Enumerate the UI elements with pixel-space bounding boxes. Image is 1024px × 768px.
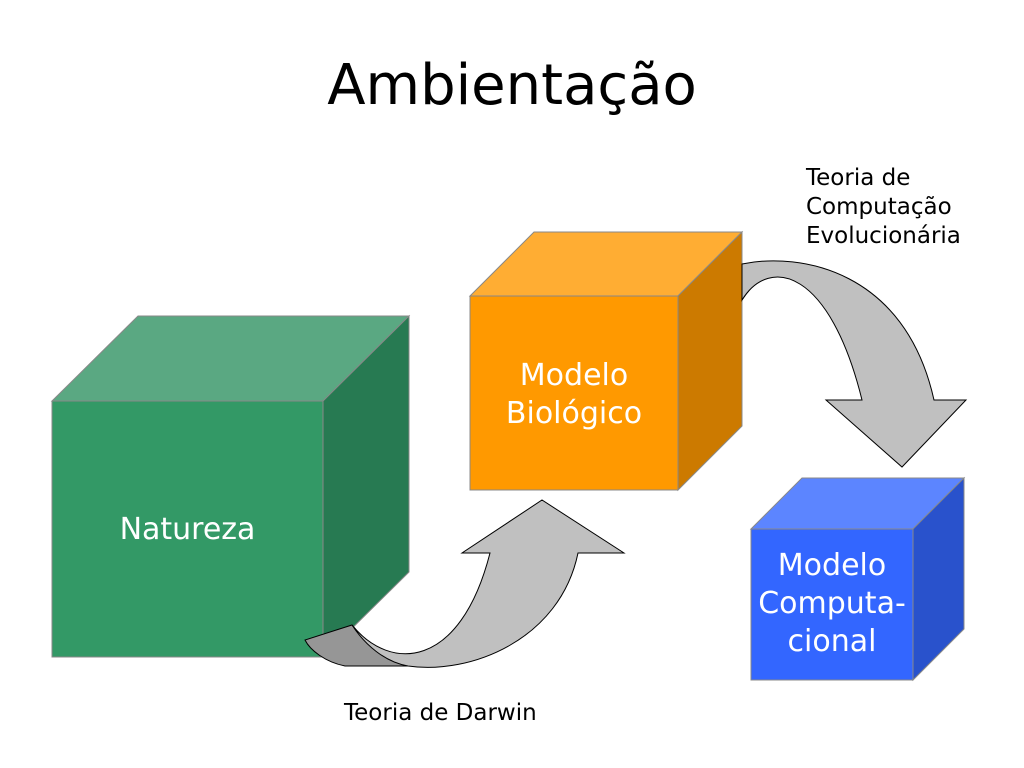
cube-modelo-biologico	[468, 230, 744, 492]
cube-computacional-front	[750, 528, 914, 681]
cube-biologico-label: Modelo Biológico	[505, 358, 643, 431]
arrow-evolucionaria	[741, 260, 968, 468]
arrow-darwin-body	[351, 499, 626, 668]
arrow-evolucionaria-body	[741, 260, 968, 468]
cube-computacional-label: Modelo Computa- cional	[758, 548, 906, 659]
cube-natureza	[50, 314, 411, 659]
cube-biologico-front	[469, 295, 679, 491]
cube-natureza-front	[51, 400, 324, 658]
caption-teoria-evolucionaria: Teoria de Computação Evolucionária	[806, 165, 961, 249]
cube-natureza-label: Natureza	[119, 512, 256, 547]
cube-modelo-computacional	[749, 476, 966, 682]
caption-teoria-darwin: Teoria de Darwin	[344, 700, 537, 726]
slide-title: Ambientação	[327, 53, 697, 118]
arrow-darwin	[304, 499, 626, 668]
